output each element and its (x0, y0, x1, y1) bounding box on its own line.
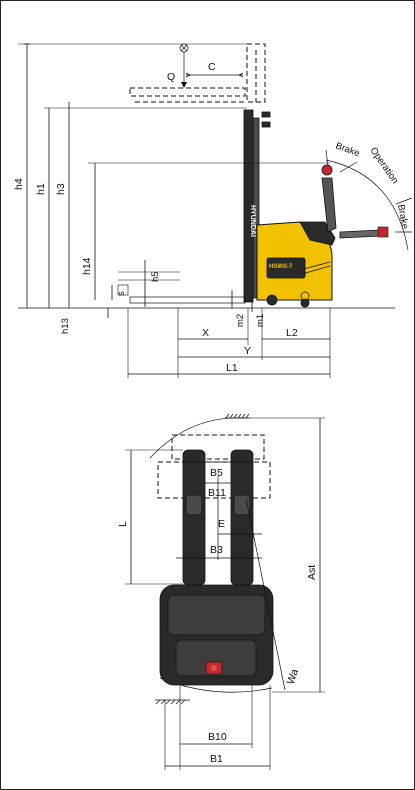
label-l1: L1 (226, 362, 238, 374)
label-h4: h4 (13, 178, 25, 190)
lowered-forks (129, 296, 246, 304)
label-brake-bottom: Brake (395, 204, 410, 230)
label-brake-top: Brake (334, 140, 361, 159)
label-e: E (218, 518, 225, 530)
wa-line (245, 497, 286, 691)
wall-hatch-top (225, 413, 250, 419)
tiller-arc (325, 159, 409, 251)
label-q: Q (167, 71, 175, 83)
load-wheel (266, 294, 278, 306)
label-m2: m2 (235, 314, 246, 327)
label-wa: Wa (285, 667, 302, 686)
label-h13: h13 (60, 318, 71, 334)
label-b10: B10 (208, 731, 227, 743)
label-h14: h14 (81, 257, 93, 275)
fork-left (182, 449, 206, 586)
label-b1: B1 (210, 753, 223, 765)
label-y: Y (244, 345, 251, 357)
tiller-arm (321, 164, 389, 239)
label-m1: m1 (255, 314, 266, 327)
label-l: L (117, 521, 129, 527)
raised-forks (129, 87, 246, 97)
pallet-outline-top (171, 434, 265, 460)
side-view: HYUNDAI Q C h4 h1 h3 h14 h5 (13, 43, 413, 378)
label-b3: B3 (210, 544, 223, 556)
wall-hatch-bottom (155, 699, 186, 705)
mast-brand-text: HYUNDAI (249, 205, 256, 237)
label-b11: B11 (208, 487, 226, 499)
label-b5: B5 (210, 467, 223, 479)
drive-wheel (300, 298, 310, 308)
turning-arc-top (149, 417, 246, 459)
label-h5: h5 (150, 271, 161, 282)
top-view: B5 B11 E B3 L Ast Wa (117, 413, 325, 770)
label-ast: Ast (306, 565, 318, 580)
label-operation: Operation (368, 145, 401, 185)
label-x: X (202, 327, 209, 339)
label-l2: L2 (286, 327, 298, 339)
label-h3: h3 (55, 183, 67, 195)
label-h1: h1 (35, 183, 47, 195)
model-text: HSWS-7 (269, 264, 293, 270)
label-c: C (208, 61, 216, 73)
load-center-icon (179, 43, 189, 88)
label-s: s (116, 291, 127, 296)
